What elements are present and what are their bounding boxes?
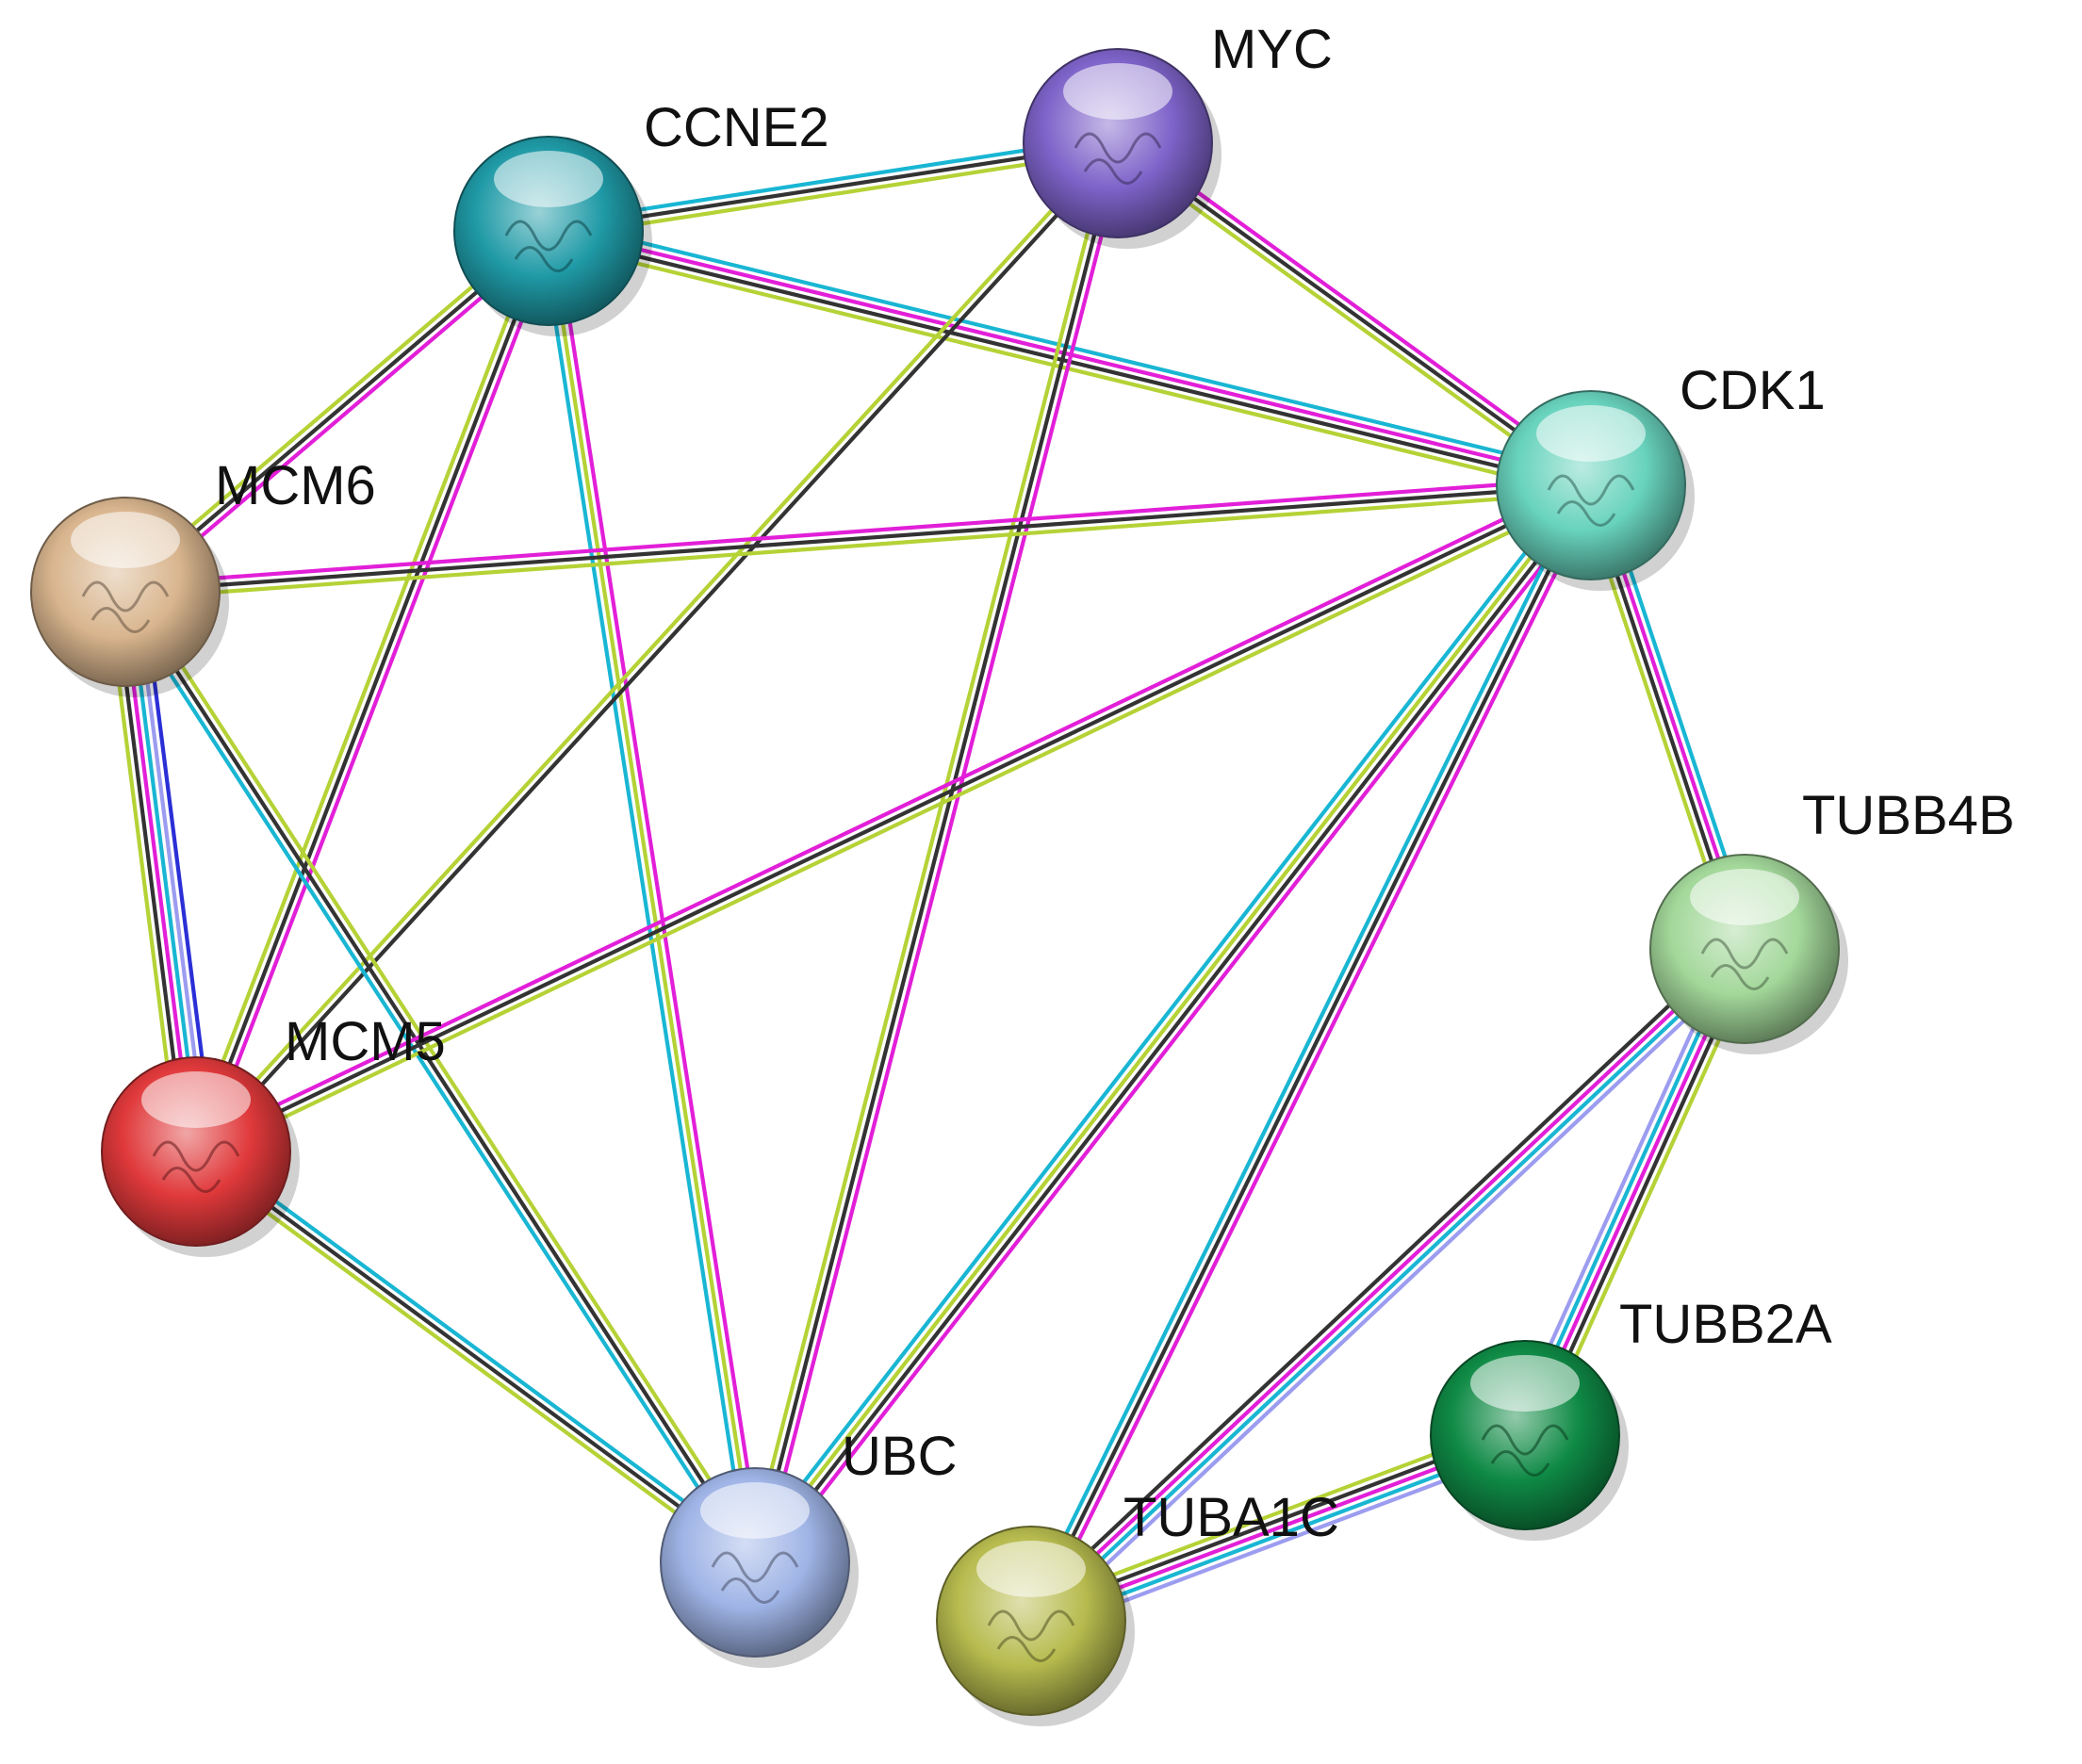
edge-strand-cyan (1023, 481, 1587, 1619)
edge-strand-cyan (117, 594, 751, 1568)
edge-strand-magenta (191, 477, 1589, 1148)
edge-strand-black (756, 486, 1596, 1566)
edge-strand-blue (140, 589, 216, 1150)
node-label-cdk1: CDK1 (1680, 360, 1826, 421)
edge-strand-black (548, 140, 1119, 234)
edge-strand-cyan (745, 477, 1584, 1558)
node-highlight (71, 512, 180, 568)
node-cdk1[interactable]: CDK1 (1496, 360, 1826, 591)
protein-structure-icon (504, 220, 593, 272)
edge-tubb4b-tuba1c (1022, 939, 1754, 1630)
node-mcm5[interactable]: MCM5 (101, 1011, 446, 1257)
edge-strand-black (194, 1150, 757, 1564)
node-tubb4b[interactable]: TUBB4B (1649, 785, 2015, 1054)
node-label-mcm6: MCM6 (215, 455, 376, 516)
edge-strand-magenta (553, 229, 764, 1562)
node-mcm6[interactable]: MCM6 (30, 455, 376, 697)
edge-strand-magenta (1026, 944, 1744, 1620)
node-label-tuba1c: TUBA1C (1123, 1487, 1339, 1548)
edge-strand-green (125, 490, 1592, 601)
edge-strand-cyan (1032, 950, 1749, 1625)
edge-strand-green (1112, 147, 1588, 493)
edge-strand-black (1116, 141, 1593, 487)
edge-strand-cyan (547, 134, 1118, 226)
edge-strand-black (194, 230, 550, 1152)
edge-myc-ubc (746, 140, 1127, 1565)
node-label-tubb2a: TUBB2A (1619, 1294, 1832, 1355)
edge-strand-green (198, 489, 1596, 1160)
edge-strand-black (197, 144, 1123, 1155)
edge-mcm6-ubc (117, 586, 763, 1568)
edge-strand-cyan (199, 1144, 761, 1559)
edge-strand-green (549, 148, 1120, 240)
node-highlight (976, 1541, 1086, 1597)
edge-mcm6-cdk1 (124, 476, 1592, 601)
edge-strand-black (1029, 484, 1593, 1622)
node-label-mcm5: MCM5 (285, 1011, 446, 1072)
node-tuba1c[interactable]: TUBA1C (936, 1487, 1339, 1726)
edge-mcm5-ubc (190, 1144, 761, 1570)
edge-mcm5-cdk1 (191, 477, 1596, 1160)
edge-strand-cyan (539, 231, 750, 1564)
edge-strand-green (546, 230, 758, 1563)
protein-structure-icon (711, 1551, 799, 1604)
node-label-ubc: UBC (842, 1426, 957, 1487)
edge-strand-magenta (124, 476, 1591, 587)
node-highlight (494, 151, 603, 207)
protein-structure-icon (1547, 474, 1635, 527)
edge-cdk1-tuba1c (1023, 481, 1599, 1625)
edge-strand-green (191, 139, 1117, 1151)
protein-structure-icon (152, 1140, 240, 1193)
edge-strand-lavender (1037, 955, 1754, 1630)
edge-myc-cdk1 (1112, 136, 1597, 493)
protein-structure-icon (1481, 1424, 1569, 1477)
edge-strand-green (746, 140, 1113, 1561)
edge-strand-green (190, 1155, 752, 1570)
edge-strand-green (106, 594, 181, 1154)
edge-strand-black (123, 590, 757, 1564)
node-label-tubb4b: TUBB4B (1802, 785, 2015, 846)
edge-strand-green (188, 227, 544, 1151)
node-highlight (141, 1071, 251, 1128)
edge-ccne2-ubc (539, 229, 764, 1564)
edge-strand-green (129, 586, 763, 1560)
node-highlight (1690, 869, 1799, 925)
node-ccne2[interactable]: CCNE2 (453, 97, 829, 336)
node-myc[interactable]: MYC (1023, 19, 1333, 249)
edge-strand-magenta (1035, 487, 1599, 1625)
edge-strand-magenta (1121, 136, 1597, 482)
edge-strand-black (1022, 939, 1739, 1615)
edge-strand-magenta (762, 490, 1601, 1571)
edge-cdk1-ubc (745, 477, 1601, 1571)
protein-structure-icon (987, 1609, 1075, 1662)
edge-strand-magenta (201, 232, 557, 1155)
node-label-myc: MYC (1211, 19, 1333, 80)
protein-structure-icon (1074, 132, 1162, 185)
edge-ccne2-mcm5 (188, 227, 557, 1155)
edge-strand-black (752, 142, 1121, 1563)
protein-structure-icon (1700, 938, 1789, 990)
node-highlight (700, 1482, 810, 1539)
edge-strand-black (124, 482, 1592, 595)
node-highlight (1536, 405, 1646, 462)
node-label-ccne2: CCNE2 (644, 97, 829, 158)
edge-myc-mcm5 (191, 139, 1123, 1155)
node-highlight (1470, 1355, 1580, 1412)
edge-strand-magenta (760, 144, 1127, 1565)
protein-structure-icon (81, 580, 170, 633)
node-highlight (1063, 63, 1172, 120)
node-tubb2a[interactable]: TUBB2A (1430, 1294, 1832, 1541)
edge-strand-green (750, 482, 1590, 1561)
edge-ccne2-myc (547, 134, 1120, 240)
edge-strand-black (195, 483, 1592, 1153)
node-ubc[interactable]: UBC (660, 1426, 957, 1668)
